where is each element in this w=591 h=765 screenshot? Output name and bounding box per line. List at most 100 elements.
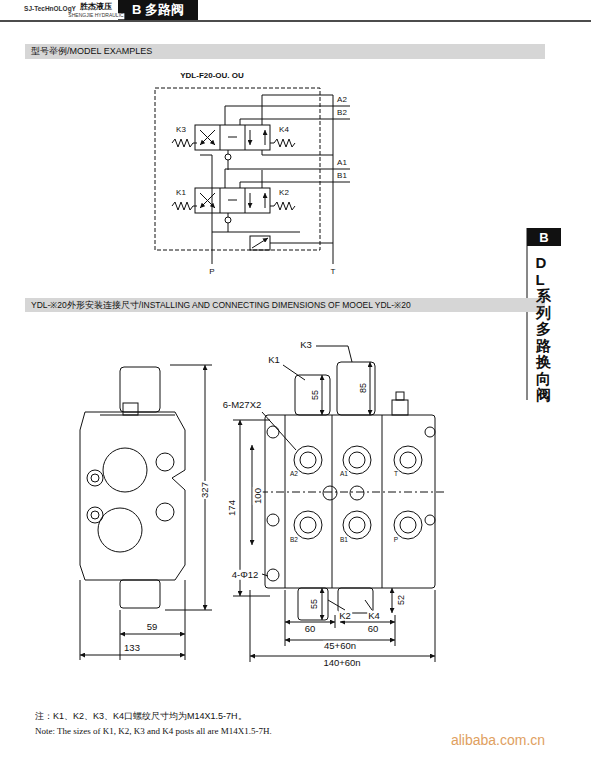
drawing-line — [120, 634, 185, 635]
port-label: K1 — [175, 189, 187, 198]
drawing-circle — [156, 503, 174, 521]
drawing-path — [200, 155, 212, 232]
section-band: YDL-※20外形安装连接尺寸/INSTALLING AND CONNECTIN… — [25, 298, 545, 312]
drawing-circle — [425, 515, 435, 525]
drawing-line — [285, 590, 286, 646]
drawing-rect — [250, 236, 270, 250]
port-label: A1 — [336, 159, 348, 168]
drawing-circle — [87, 470, 103, 486]
port-label: P — [208, 268, 215, 277]
drawing-path — [172, 202, 197, 210]
drawing-line — [0, 20, 591, 22]
port-callout: K2 — [338, 611, 352, 621]
drawing-path — [225, 106, 350, 125]
drawing-line — [392, 588, 393, 613]
port-label: B1 — [339, 536, 349, 543]
drawing-line — [250, 590, 251, 662]
drawing-line — [328, 600, 345, 610]
drawing-line — [233, 420, 270, 421]
drawing-line — [200, 193, 215, 208]
dimension: 60 — [304, 624, 317, 634]
drawing-rect — [337, 362, 375, 415]
drawing-line — [250, 193, 251, 208]
drawing-path — [225, 169, 350, 188]
node-text: B — [539, 230, 548, 245]
port-callout: K1 — [267, 355, 281, 365]
dimension: 85 — [359, 382, 369, 394]
drawing-circle — [267, 426, 279, 438]
hole-callout: 4-Φ12 — [231, 570, 260, 580]
note: Note: The sizes of K1, K2, K3 and K4 pos… — [34, 727, 273, 737]
drawing-line — [250, 656, 435, 657]
port-callout: K4 — [367, 611, 381, 621]
watermark: alibaba.com.cn — [450, 733, 546, 748]
drawing-line — [228, 137, 237, 138]
dimension: 59 — [146, 622, 159, 632]
dimension: 140+60n — [322, 658, 361, 668]
drawing-circle — [425, 427, 435, 437]
drawing-line — [200, 193, 215, 208]
port-label: K2 — [278, 189, 290, 198]
port-label: A1 — [339, 470, 349, 477]
dimension: 327 — [200, 481, 210, 499]
drawing-line — [200, 130, 215, 145]
dimension: 100 — [253, 487, 263, 505]
drawing-line — [322, 588, 323, 620]
drawing-line — [250, 130, 251, 145]
port-label: K3 — [175, 126, 187, 135]
drawing-line — [260, 492, 445, 493]
drawing-rect — [392, 400, 408, 415]
note: 注：K1、K2、K3、K4口螺纹尺寸均为M14X1.5-7H。 — [34, 712, 248, 722]
drawing-circle — [267, 514, 279, 526]
drawing-circle — [225, 154, 231, 160]
drawing-circle — [294, 511, 322, 539]
company-name: SHENGJIE HYDRAULIC — [67, 13, 124, 19]
drawing-line — [285, 415, 286, 588]
header-tab: B 多路阀 — [118, 0, 198, 20]
port-label: K4 — [278, 126, 290, 135]
drawing-line — [185, 580, 186, 660]
drawing-line — [80, 655, 185, 656]
drawing-line — [340, 622, 395, 623]
drawing-circle — [350, 486, 364, 500]
drawing-circle — [400, 452, 416, 468]
drawing-circle — [267, 569, 279, 581]
side-title: DL系列多路换向阀 — [535, 255, 552, 404]
drawing-rect — [298, 588, 328, 620]
drawing-path — [270, 139, 295, 147]
drawing-line — [435, 590, 436, 662]
drawing-line — [395, 615, 396, 646]
drawing-path — [172, 139, 197, 147]
drawing-circle — [400, 517, 416, 533]
node-text: 型号举例/MODEL EXAMPLES — [31, 45, 152, 58]
drawing-line — [348, 346, 352, 362]
drawing-rect — [120, 367, 160, 412]
drawing-circle — [323, 486, 337, 500]
drawing-line — [262, 412, 296, 450]
drawing-line — [322, 375, 323, 415]
drawing-line — [365, 600, 372, 610]
drawing-line — [252, 238, 268, 248]
drawing-line — [245, 188, 246, 213]
drawing-line — [270, 243, 333, 244]
drawing-line — [80, 580, 81, 660]
drawing-circle — [225, 217, 231, 223]
drawing-line — [382, 415, 383, 588]
drawing-circle — [91, 474, 99, 482]
port-label: B2 — [289, 536, 299, 543]
drawing-line — [200, 130, 215, 145]
port-label: T — [330, 268, 337, 277]
drawing-g — [0, 21, 591, 662]
drawing-line — [332, 415, 333, 588]
drawing-line — [220, 125, 221, 150]
port-label: T — [393, 470, 399, 477]
dimension: 45+60n — [323, 641, 357, 651]
dimension: 55 — [311, 389, 321, 401]
drawing-line — [265, 130, 266, 145]
company-name: 胜杰液压 — [79, 3, 113, 11]
drawing-line — [233, 596, 270, 597]
drawing-rect — [396, 392, 404, 400]
dimension: 52 — [397, 594, 407, 606]
drawing-path — [262, 95, 333, 264]
